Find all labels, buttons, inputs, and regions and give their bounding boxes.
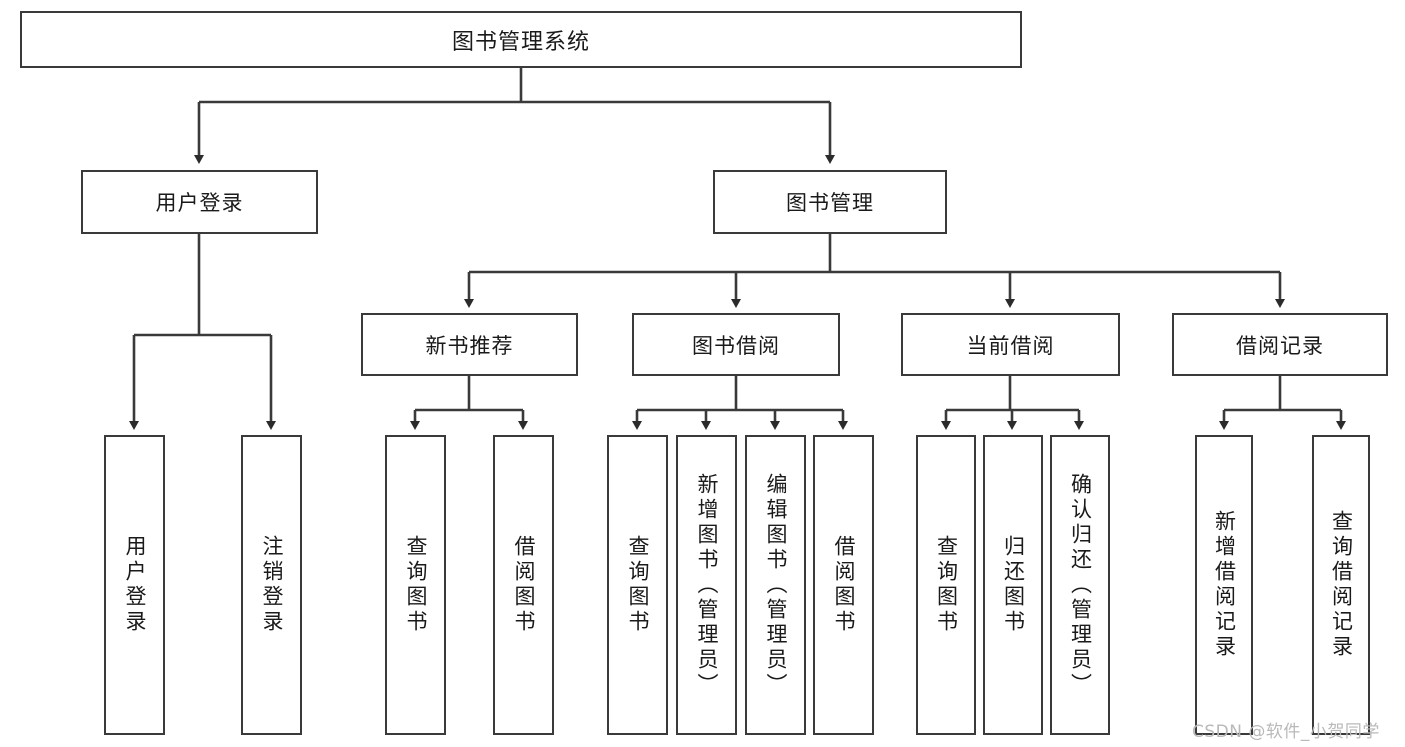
node-leaf-return-book[interactable]: 归还图书	[983, 435, 1043, 735]
node-leaf-query-book-3[interactable]: 查询图书	[916, 435, 976, 735]
node-leaf-add-book[interactable]: 新增图书（管理员）	[676, 435, 737, 735]
node-label: 借阅记录	[1236, 333, 1324, 358]
node-leaf-query-record[interactable]: 查询借阅记录	[1312, 435, 1370, 735]
node-book-management-system[interactable]: 图书管理系统	[20, 11, 1022, 68]
node-label: 查询图书	[934, 535, 959, 635]
node-label: 查询图书	[626, 535, 650, 635]
node-label: 编辑图书（管理员）	[764, 472, 788, 698]
node-label: 查询借阅记录	[1329, 510, 1354, 660]
node-leaf-borrow-book-1[interactable]: 借阅图书	[493, 435, 554, 735]
node-new-book-recommend[interactable]: 新书推荐	[361, 313, 578, 376]
node-label: 借阅图书	[832, 535, 856, 635]
node-user-login[interactable]: 用户登录	[81, 170, 318, 234]
node-label: 新增图书（管理员）	[695, 472, 719, 698]
node-book-borrow[interactable]: 图书借阅	[632, 313, 840, 376]
node-label: 新书推荐	[425, 333, 514, 358]
node-label: 图书管理系统	[451, 29, 590, 55]
node-leaf-query-book-1[interactable]: 查询图书	[385, 435, 446, 735]
node-label: 用户登录	[155, 191, 244, 215]
node-label: 注销登录	[260, 535, 284, 635]
node-leaf-user-login[interactable]: 用户登录	[104, 435, 165, 735]
node-leaf-borrow-book-2[interactable]: 借阅图书	[813, 435, 874, 735]
node-label: 确认归还（管理员）	[1068, 472, 1093, 698]
node-leaf-confirm-return[interactable]: 确认归还（管理员）	[1050, 435, 1110, 735]
node-label: 用户登录	[123, 535, 147, 635]
node-leaf-edit-book[interactable]: 编辑图书（管理员）	[745, 435, 806, 735]
node-leaf-query-book-2[interactable]: 查询图书	[607, 435, 668, 735]
node-label: 借阅图书	[512, 535, 536, 635]
csdn-watermark: CSDN @软件_小贺同学	[1192, 722, 1380, 742]
node-label: 当前借阅	[966, 333, 1055, 358]
node-borrow-record[interactable]: 借阅记录	[1172, 313, 1388, 376]
node-label: 新增借阅记录	[1212, 510, 1237, 660]
node-leaf-add-record[interactable]: 新增借阅记录	[1195, 435, 1253, 735]
node-label: 图书管理	[786, 191, 874, 215]
node-label: 归还图书	[1001, 535, 1026, 635]
node-leaf-logout-login[interactable]: 注销登录	[241, 435, 302, 735]
node-book-management[interactable]: 图书管理	[713, 170, 947, 234]
node-current-borrow[interactable]: 当前借阅	[901, 313, 1120, 376]
node-label: 查询图书	[404, 535, 428, 635]
node-label: 图书借阅	[692, 333, 780, 358]
